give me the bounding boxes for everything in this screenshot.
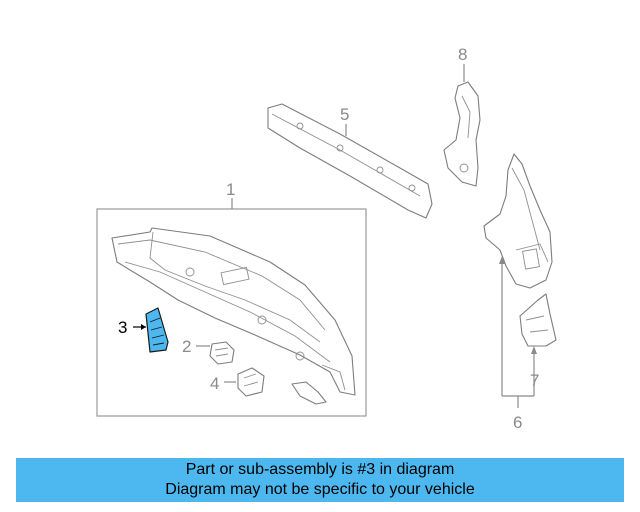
info-banner: Part or sub-assembly is #3 in diagram Di… — [16, 458, 624, 502]
callout-6: 6 — [513, 413, 522, 432]
banner-line-part: Part or sub-assembly is #3 in diagram — [185, 461, 455, 478]
callout-1: 1 — [226, 180, 235, 199]
part-7-bracket — [519, 293, 557, 347]
part-5-reinforcement — [267, 103, 433, 219]
callout-8: 8 — [458, 45, 467, 64]
part-3-highlighted-bracket — [145, 307, 169, 353]
part-1-rear-body-panel — [111, 227, 356, 396]
part-6-pillar-assembly — [483, 153, 553, 289]
leader-3-arrow — [141, 324, 146, 330]
callout-4: 4 — [210, 374, 219, 393]
callout-5: 5 — [340, 105, 349, 124]
callout-3: 3 — [118, 318, 127, 337]
callout-7: 7 — [530, 371, 539, 390]
part-4-bracket — [237, 367, 265, 397]
leader-7-arrow — [531, 346, 537, 354]
part-2-clip — [209, 341, 235, 365]
part-8-bracket — [443, 81, 481, 187]
small-clip — [291, 381, 327, 405]
callout-2: 2 — [182, 337, 191, 356]
banner-line-disclaimer: Diagram may not be specific to your vehi… — [165, 481, 475, 498]
leader-6-arrow — [499, 256, 505, 264]
